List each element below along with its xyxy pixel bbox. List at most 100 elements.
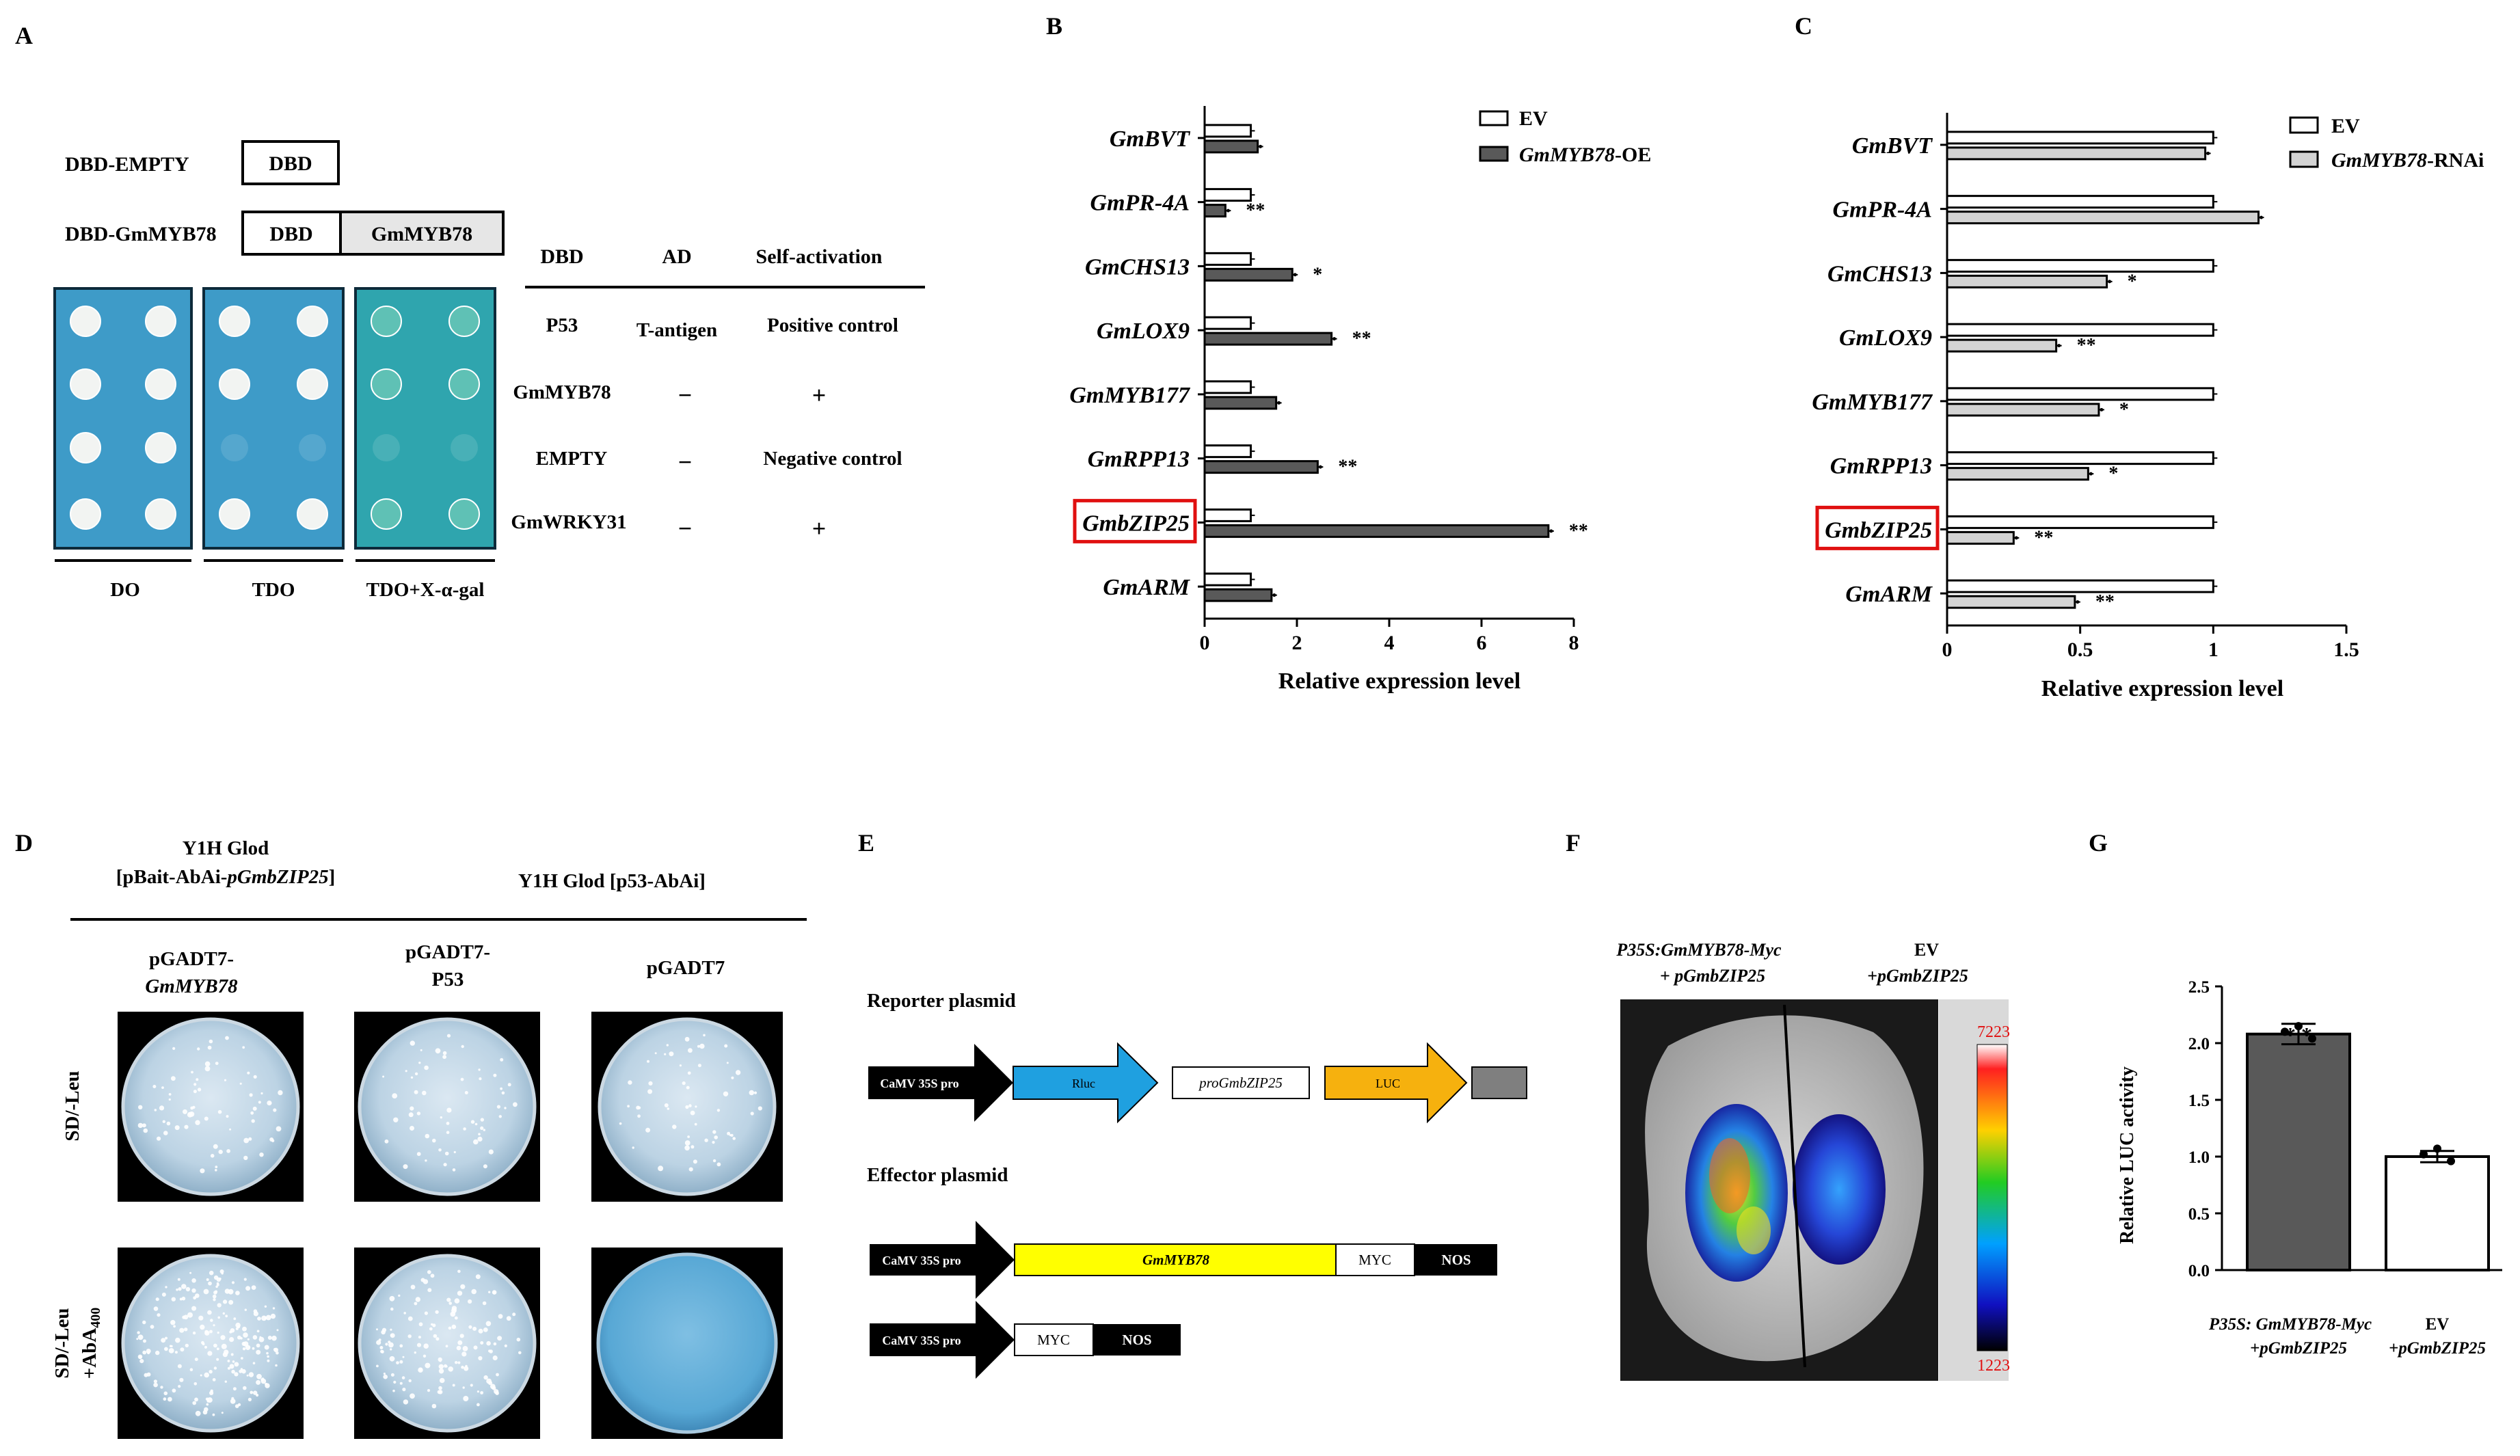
panel-letter-a: A	[15, 22, 33, 49]
table-cell: T-antigen	[636, 319, 717, 341]
panel-letter-d: D	[15, 829, 33, 857]
colony-dot	[632, 1146, 634, 1149]
chart-b-xlabel: Relative expression level	[1278, 669, 1520, 694]
colony-dot	[229, 1128, 232, 1131]
category-label: GmPR-4A	[1090, 191, 1190, 216]
colony-dot	[382, 1075, 385, 1078]
plate-dish	[358, 1017, 537, 1196]
colony-dot	[166, 1121, 171, 1126]
colony-dot	[173, 1325, 176, 1328]
colony-dot	[256, 1343, 260, 1348]
leaf-divider	[1783, 1004, 1806, 1368]
colony-dot	[679, 1064, 682, 1067]
colony-dot	[450, 1311, 456, 1317]
colony-dot	[495, 1391, 499, 1395]
colony-dot	[193, 1083, 197, 1086]
colony-dot	[731, 1076, 734, 1079]
d-group2: Y1H Glod [p53-AbAi]	[518, 870, 706, 892]
colony-dot	[232, 1360, 235, 1363]
colony-dot	[389, 1356, 395, 1362]
bar-ev	[1203, 572, 1252, 587]
colony-dot	[136, 1338, 139, 1340]
colony-dot	[431, 1403, 437, 1409]
colony-dot	[448, 1326, 452, 1330]
construct-empty-label: DBD-EMPTY	[65, 153, 189, 176]
gmmyb78-gene-label: GmMYB78	[1142, 1252, 1210, 1268]
colony-dot	[172, 1388, 176, 1393]
colony-dot	[376, 1328, 378, 1331]
replicate-point	[2420, 1150, 2428, 1159]
colony-dot	[265, 1315, 271, 1321]
yeast-colony	[70, 306, 101, 337]
colony-dot	[687, 1135, 690, 1138]
colony-dot	[482, 1301, 487, 1306]
colony-dot	[427, 1389, 431, 1392]
colony-dot	[230, 1328, 235, 1333]
colony-dot	[473, 1139, 479, 1145]
colony-dot	[177, 1278, 180, 1281]
panel-a: A DBD-EMPTY DBD DBD-GmMYB78 DBD GmMYB78 …	[15, 22, 925, 601]
d-group1-suffix: ]	[329, 866, 336, 888]
colony-dot	[492, 1355, 498, 1361]
colony-dot	[399, 1381, 403, 1385]
colony-dot	[221, 1412, 224, 1414]
colony-dot	[410, 1076, 414, 1079]
colony-dot	[187, 1312, 193, 1318]
colony-dot	[381, 1330, 386, 1335]
legend-swatch-rnai	[2289, 150, 2319, 168]
dbd-box-empty	[241, 140, 340, 185]
d-col3: pGADT7	[647, 957, 725, 979]
colony-dot	[207, 1351, 213, 1356]
colonies	[136, 1034, 762, 1416]
colony-dot	[225, 1036, 229, 1040]
colony-dot	[185, 1286, 191, 1292]
panel-letter-c: C	[1795, 12, 1812, 40]
bar-ev	[1946, 131, 2214, 145]
chart-c-xlabel: Relative expression level	[2041, 676, 2283, 701]
colony-dot	[474, 1122, 478, 1126]
colony-dot	[726, 1062, 729, 1064]
colony-dot	[229, 1364, 234, 1369]
significance-mark: **	[1246, 200, 1265, 221]
colony-dot	[438, 1390, 443, 1394]
colony-dot	[636, 1105, 640, 1110]
colony-dot	[463, 1127, 466, 1131]
colony-dot	[407, 1334, 412, 1338]
colony-dot	[470, 1384, 473, 1387]
colony-dot	[220, 1335, 226, 1340]
colony-dot	[273, 1108, 277, 1112]
colony-dot	[414, 1351, 416, 1354]
colony-dot	[446, 1034, 451, 1038]
yeast-colony	[448, 306, 480, 337]
colony-dot	[242, 1046, 245, 1049]
plate-label-xgal: TDO+X-α-gal	[366, 579, 485, 601]
colony-dot	[192, 1401, 197, 1405]
colony-dot	[654, 1052, 657, 1055]
colony-dot	[271, 1139, 275, 1142]
yeast-colony	[297, 368, 328, 400]
colony-dot	[243, 1137, 250, 1144]
colony-dot	[489, 1349, 493, 1353]
colony-dot	[197, 1088, 202, 1092]
colony-dot	[488, 1381, 493, 1386]
colony-dot	[464, 1091, 468, 1094]
colony-dot	[463, 1396, 469, 1401]
colony-dot	[261, 1315, 267, 1321]
colony-dot	[461, 1365, 464, 1369]
colony-dot	[270, 1313, 276, 1319]
faint-colony	[373, 434, 400, 461]
colony-dot	[414, 1302, 418, 1306]
category-label: GmLOX9	[1839, 325, 1932, 351]
plate-dish-empty	[596, 1252, 778, 1434]
colony-dot	[257, 1317, 261, 1321]
nos-label: NOS	[1441, 1252, 1471, 1268]
colony-dot	[208, 1281, 212, 1286]
promoter-box	[1172, 1066, 1310, 1099]
colony-dot	[165, 1336, 167, 1340]
colony-dot	[216, 1282, 219, 1285]
x-tick-label: 2	[1292, 632, 1302, 654]
legend-gene: GmMYB78	[2331, 149, 2427, 172]
bar-ev	[1946, 323, 2214, 337]
colony-dot	[401, 1376, 405, 1379]
colony-dot	[712, 1141, 715, 1144]
